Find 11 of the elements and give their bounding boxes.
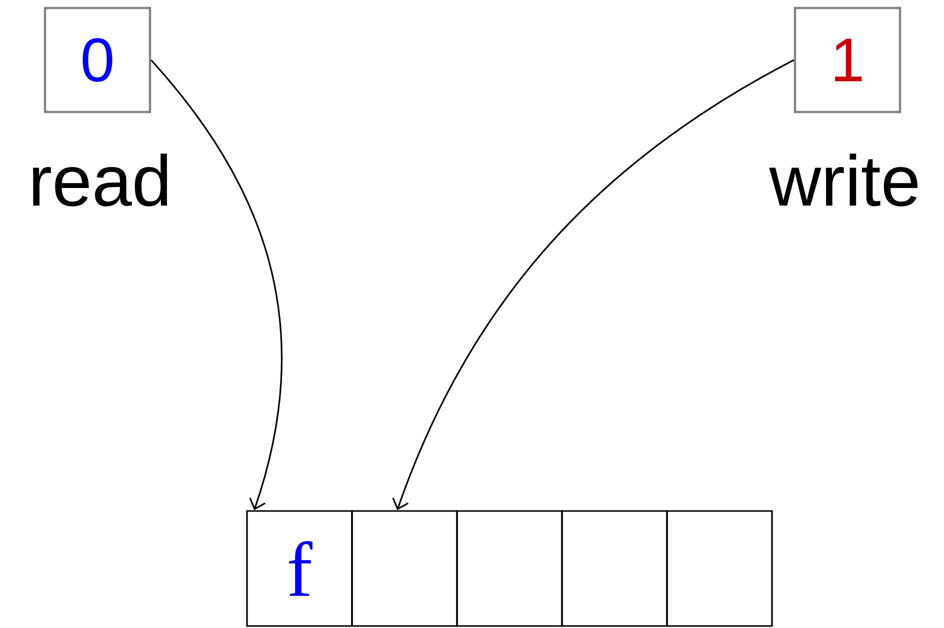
arrow — [150, 59, 282, 510]
caption-text: read — [32, 154, 168, 206]
index-box: 1 — [794, 6, 902, 114]
array-cell — [456, 510, 563, 627]
array-cell — [561, 510, 668, 627]
array-cell — [351, 510, 458, 627]
index-box: 0 — [44, 6, 152, 114]
array-cell — [666, 510, 773, 627]
array-cell: f — [246, 510, 353, 627]
arrow — [392, 59, 794, 510]
caption-text: write — [769, 154, 918, 206]
